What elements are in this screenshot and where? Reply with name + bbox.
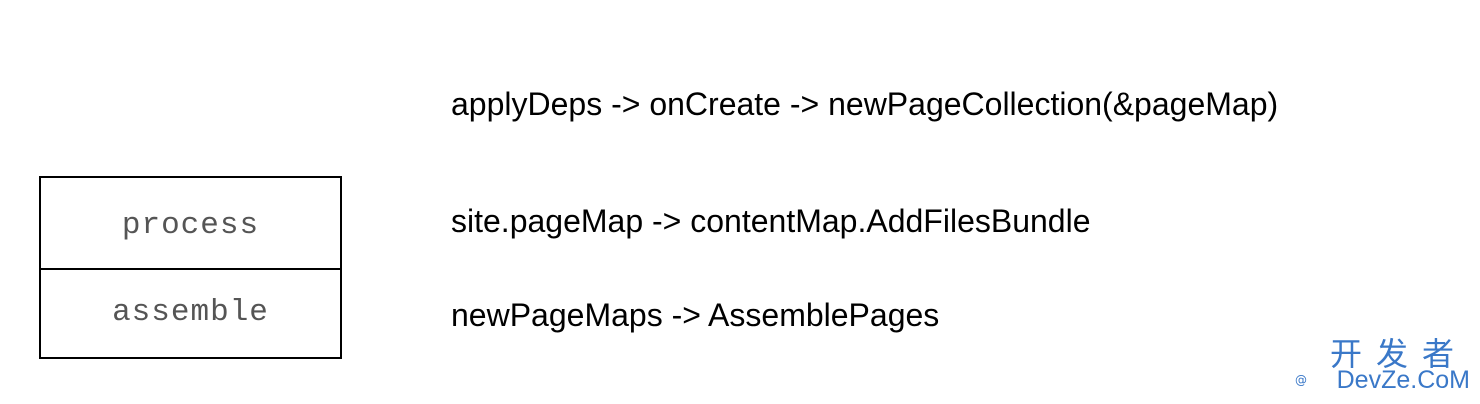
process-label: process	[121, 207, 260, 243]
note-apply-deps: applyDeps -> onCreate -> newPageCollecti…	[451, 86, 1279, 122]
process-cell: process	[41, 178, 340, 270]
note-site-pagemap: site.pageMap -> contentMap.AddFilesBundl…	[451, 203, 1091, 239]
watermark-logo: 开发者 @ DevZe.CoM	[1295, 338, 1470, 398]
note-new-page-maps: newPageMaps -> AssemblePages	[451, 297, 940, 333]
assemble-label: assemble	[112, 295, 269, 330]
process-stack-box: process assemble	[39, 176, 342, 359]
watermark-at-sign: @	[1295, 373, 1307, 387]
assemble-cell: assemble	[41, 270, 340, 357]
watermark-chinese-text: 开发者	[1329, 335, 1468, 373]
watermark-site-text: DevZe.CoM	[1336, 366, 1470, 394]
